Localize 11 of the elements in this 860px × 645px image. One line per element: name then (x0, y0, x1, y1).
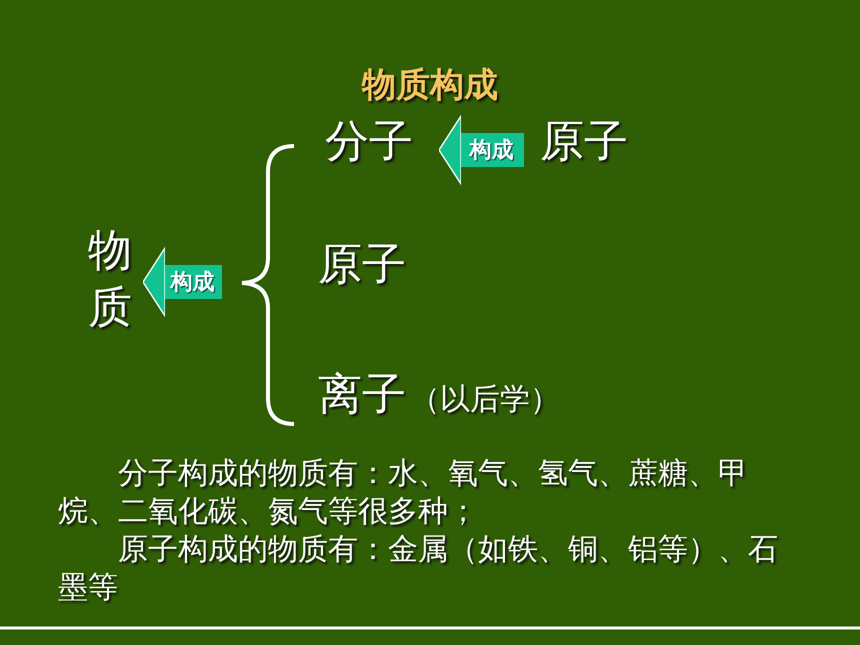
node-label: 原子 (540, 117, 628, 168)
paragraph: 原子构成的物质有：金属（如铁、铜、铝等）、石墨等 (58, 531, 779, 607)
node-label: 物质 (88, 224, 132, 336)
paragraph: 分子构成的物质有：水、氧气、氢气、蔗糖、甲烷、二氧化碳、氮气等很多种； (58, 455, 749, 531)
block-arrow (142, 247, 222, 317)
node-label: 离子 (318, 370, 406, 421)
block-arrow (438, 115, 524, 185)
node-note: （以后学） (410, 382, 560, 417)
node-label: 分子 (325, 117, 413, 168)
title: 物质构成 (360, 64, 499, 107)
node-label: 原子 (318, 240, 406, 291)
